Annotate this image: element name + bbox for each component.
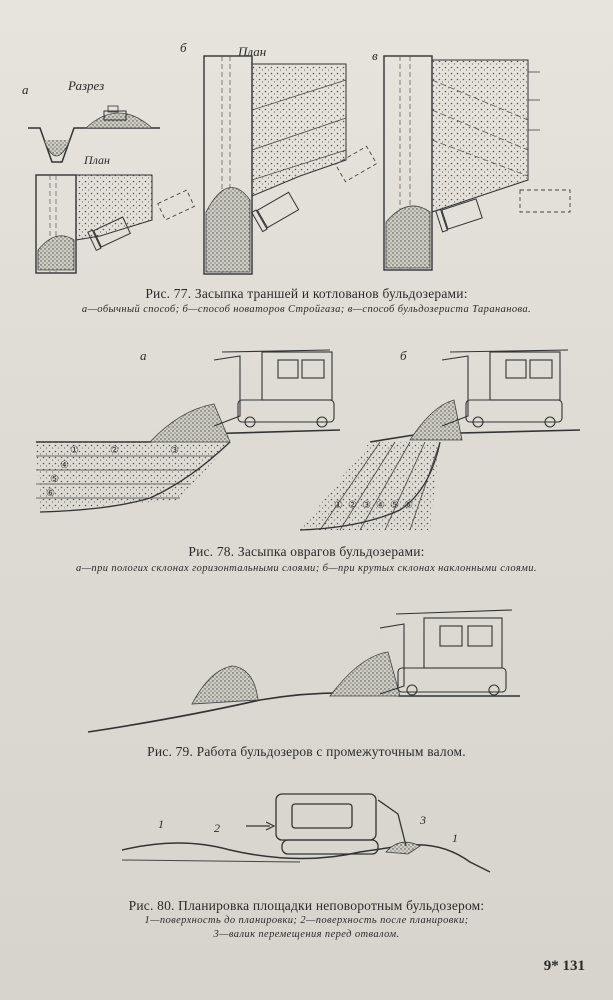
fig78a-layer-1: ①	[70, 445, 79, 456]
fig77-label-a: а	[22, 82, 29, 97]
fig80-drawing: 1 2 3 1	[121, 793, 491, 873]
fig79-bulldozer	[379, 609, 513, 696]
fig78b-bulldozer	[441, 349, 569, 428]
fig78b-layer-4: ④	[376, 500, 385, 511]
fig77-caption: Рис. 77. Засыпка траншей и котлованов бу…	[145, 286, 468, 301]
fig78b-layer-5: ⑤	[390, 500, 399, 511]
fig78b-layer-2: ②	[348, 500, 357, 511]
page-number: 9* 131	[543, 958, 585, 974]
fig80-label-1a: 1	[158, 817, 164, 831]
fig78b-layer-6: ⑥	[404, 500, 413, 511]
fig80-label-2: 2	[214, 821, 220, 835]
fig78a-layer-2: ②	[110, 445, 119, 456]
fig78-drawing: а б ① ② ③ ④ ⑤ ⑥	[36, 348, 581, 531]
fig80-caption: Рис. 80. Планировка площадки неповоротны…	[128, 898, 485, 913]
fig78-label-a: а	[140, 348, 147, 363]
fig78-caption: Рис. 78. Засыпка оврагов бульдозерами:	[188, 544, 425, 559]
fig80-label-1b: 1	[452, 831, 458, 845]
fig78a-layer-5: ⑤	[50, 474, 59, 485]
fig77-label-v: в	[372, 48, 378, 63]
fig77-drawing: а Разрез План б План	[22, 40, 571, 275]
fig77-plan-label-b: План	[237, 44, 266, 59]
fig80-subcaption-1: 1—поверхность до планировки; 2—поверхнос…	[144, 915, 469, 926]
fig78b-layer-3: ③	[362, 500, 371, 511]
fig78a-layer-3: ③	[170, 445, 179, 456]
fig77-section-label: Разрез	[67, 78, 104, 93]
fig78a-bulldozer	[213, 349, 335, 428]
fig77-plan-label-a: План	[83, 153, 110, 167]
fig80-bulldozer	[275, 793, 407, 855]
fig78-subcaption: а—при пологих склонах горизонтальными сл…	[76, 563, 537, 574]
fig80-label-3: 3	[419, 813, 426, 827]
fig80-subcaption-2: 3—валик перемещения перед отвалом.	[213, 929, 400, 940]
fig78a-layer-4: ④	[60, 460, 69, 471]
fig79-caption: Рис. 79. Работа бульдозеров с промежуточ…	[147, 744, 466, 759]
fig77-subcaption: а—обычный способ; б—способ новаторов Стр…	[81, 304, 532, 315]
fig78-label-b: б	[400, 348, 407, 363]
fig78b-layer-1: ①	[334, 500, 343, 511]
fig77-label-b: б	[180, 40, 187, 55]
fig79-drawing	[87, 609, 520, 733]
fig78a-layer-6: ⑥	[46, 488, 55, 499]
